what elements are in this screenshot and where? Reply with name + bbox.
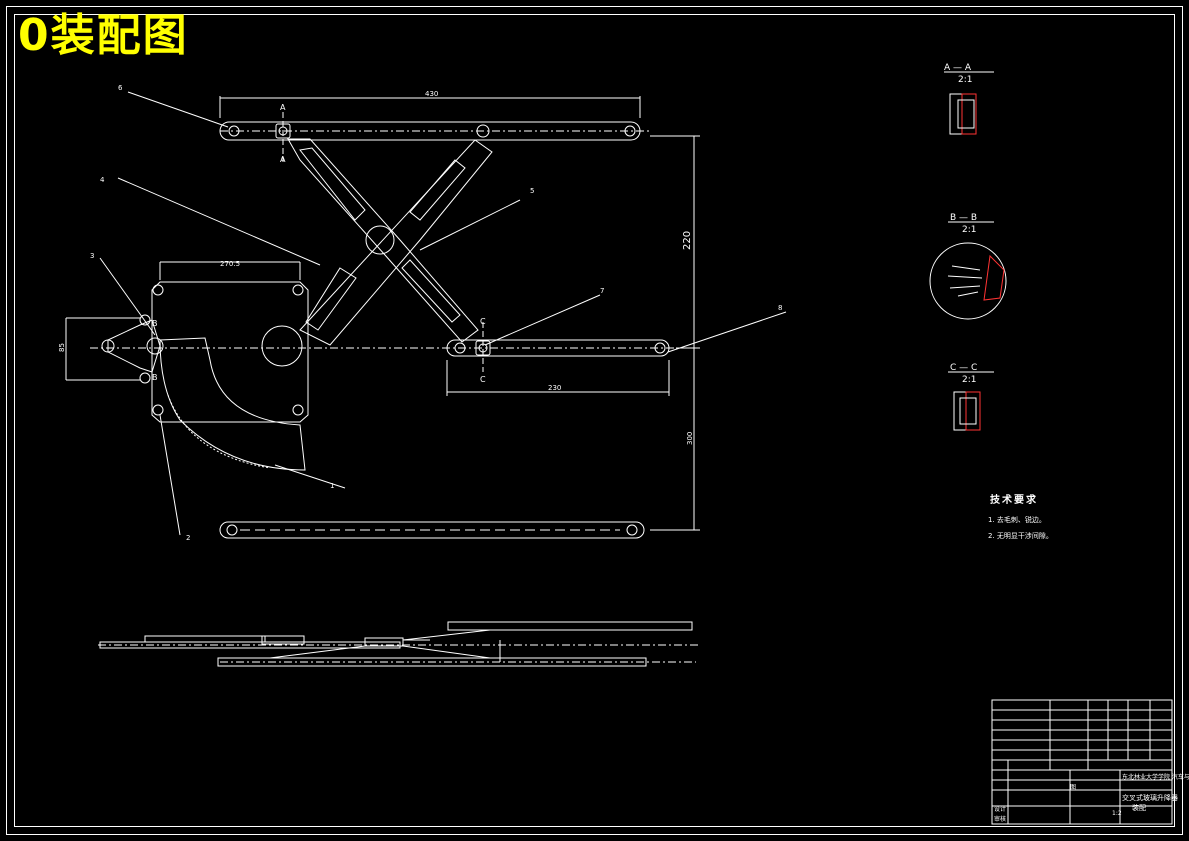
part-label-5: 5: [530, 187, 534, 195]
section-b-label: B — B: [950, 213, 977, 223]
section-mark-c-bottom: C: [480, 375, 486, 384]
section-mark-a-top: A: [280, 103, 286, 112]
section-mark-b-top: B: [152, 319, 158, 328]
section-a-label: A — A: [944, 63, 972, 73]
dim-lower-rail: 230: [548, 384, 561, 392]
section-view-c: [948, 371, 994, 431]
drawing-frame-inner: [14, 14, 1175, 827]
section-c-label: C — C: [950, 363, 977, 373]
side-view: [98, 621, 700, 667]
dim-vertical-height: 220: [682, 231, 693, 250]
drawing-frame-outer: [6, 6, 1183, 835]
part-label-1: 1: [330, 482, 334, 490]
tech-requirement-2: 2. 无明显干涉间隙。: [988, 532, 1053, 540]
title-block-designer-label: 设计: [994, 806, 1007, 813]
section-mark-b-bottom: B: [152, 373, 158, 382]
part-label-3: 3: [90, 252, 94, 260]
title-block-scale: 1:2: [1112, 810, 1122, 817]
drawing-title: 0装配图: [18, 10, 189, 61]
part-label-7: 7: [600, 287, 604, 295]
part-label-2: 2: [186, 534, 190, 542]
section-view-a: [944, 71, 994, 135]
scissor-arm-a: [287, 138, 479, 343]
title-block-drawing-name: 交叉式玻璃升降器: [1122, 794, 1178, 802]
title-block-sub-name: 装配: [1132, 804, 1146, 812]
dim-bracket-width: 270.5: [220, 260, 240, 268]
sector-gear: [159, 337, 306, 471]
part-label-8: 8: [778, 304, 782, 312]
section-view-b: [929, 221, 1007, 320]
dim-lower-vertical: 300: [686, 432, 694, 445]
bottom-rail: [219, 521, 645, 539]
section-c-scale: 2:1: [962, 375, 976, 385]
title-block-sheet-label: 图: [1070, 784, 1077, 791]
part-label-6-top: 6: [118, 84, 123, 92]
scissor-arm-b: [299, 139, 493, 346]
base-plate: [101, 281, 309, 423]
middle-rail: [90, 339, 690, 357]
section-mark-c-top: C: [480, 317, 486, 326]
part-label-4: 4: [100, 176, 105, 184]
section-a-scale: 2:1: [958, 75, 972, 85]
tech-requirements-title: 技术要求: [990, 495, 1038, 506]
section-b-scale: 2:1: [962, 225, 976, 235]
tech-requirement-1: 1. 去毛刺、锐边。: [988, 516, 1046, 524]
top-rail: [219, 121, 650, 141]
dim-left-height: 85: [58, 343, 66, 352]
title-block-grid: [991, 699, 1173, 825]
title-block: 东北林业大学学院 汽车与交通工程学院 图 交叉式玻璃升降器 装配 设计 审核 1…: [992, 700, 1189, 824]
title-block-school: 东北林业大学学院 汽车与交通工程学院: [1122, 774, 1189, 781]
title-block-check-label: 审核: [994, 816, 1007, 823]
section-mark-a-bottom: A: [280, 155, 286, 164]
dim-top-rail: 430: [425, 90, 438, 98]
